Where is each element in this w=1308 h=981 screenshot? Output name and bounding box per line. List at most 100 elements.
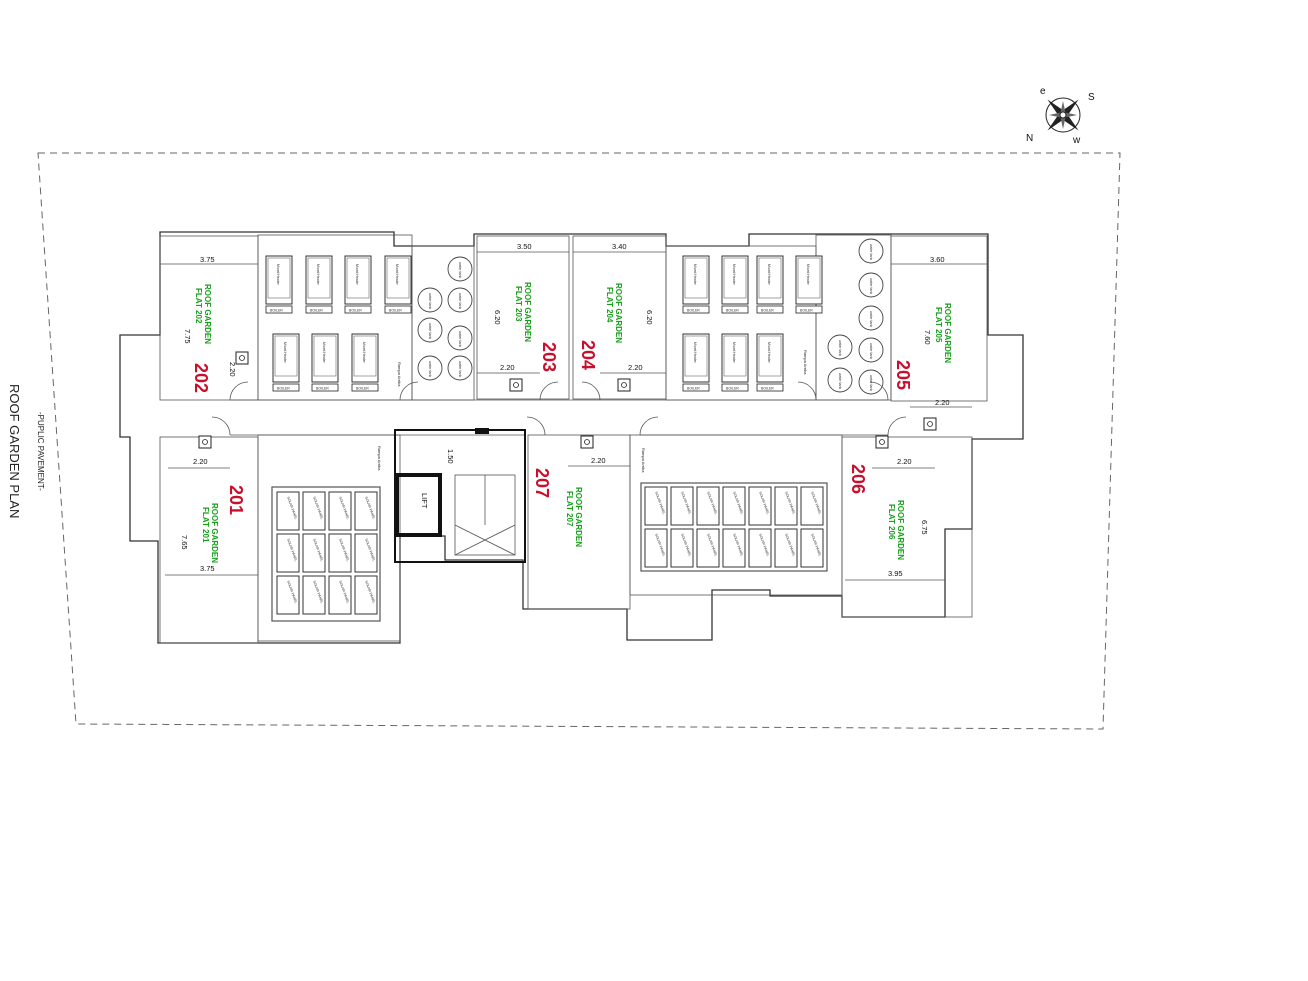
solar-panel: SOLAR PANEL [696, 528, 720, 568]
solar-panel: SOLAR PANEL [748, 486, 772, 526]
solar-panel: SOLAR PANEL [354, 491, 378, 531]
svg-text:ROOF GARDEN: ROOF GARDEN [574, 487, 583, 547]
plot-boundary [37, 152, 1121, 730]
heater-label: Mixed Heater [276, 264, 280, 286]
water-tank: water tank [447, 256, 473, 282]
garden-label-206: ROOF GARDEN FLAT 206 [887, 500, 905, 560]
heater-label: Mixed Heater [362, 342, 366, 364]
dim-201-wc: 2.20 [193, 457, 208, 466]
solar-panel: SOLAR PANEL [302, 491, 326, 531]
compass-e: e [1040, 86, 1046, 97]
slope-label-1: Rampa Arriba [397, 362, 402, 387]
heater-label: Mixed Heater [732, 342, 736, 364]
boiler-label: BOILER [277, 387, 290, 391]
water-tank: water tank [447, 355, 473, 381]
boiler-label: BOILER [270, 309, 283, 313]
slope-label-4: Rampa Arriba [641, 448, 646, 473]
tank-label: water tank [458, 262, 462, 278]
dim-202-depth: 7.75 [183, 329, 192, 344]
corridor [230, 399, 888, 436]
garden-label-203: ROOF GARDEN FLAT 203 [514, 282, 532, 342]
heater-label: Mixed Heater [283, 342, 287, 364]
flat-number-207: 207 [532, 468, 552, 498]
tank-label: water tank [428, 323, 432, 339]
dim-204-depth: 6.20 [645, 310, 654, 325]
dim-206-wc: 2.20 [897, 457, 912, 466]
solar-panel: SOLAR PANEL [800, 528, 824, 568]
dim-203-depth: 6.20 [493, 310, 502, 325]
boiler-label: BOILER [800, 309, 813, 313]
wc-icon [509, 378, 523, 392]
tank-label: water tank [428, 361, 432, 377]
wc-icon [875, 435, 889, 449]
dim-203-wc: 2.20 [500, 363, 515, 372]
solar-panel: SOLAR PANEL [354, 533, 378, 573]
svg-text:ROOF GARDEN: ROOF GARDEN [896, 500, 905, 560]
dim-207-wc: 2.20 [591, 456, 606, 465]
solar-panel: SOLAR PANEL [644, 486, 668, 526]
boiler-label: BOILER [761, 387, 774, 391]
wc-group [198, 351, 937, 449]
svg-text:ROOF GARDEN: ROOF GARDEN [943, 303, 952, 363]
solar-panel: SOLAR PANEL [670, 486, 694, 526]
tank-label: water tank [838, 340, 842, 356]
heater-label: Mixed Heater [395, 264, 399, 286]
tank-label: water tank [838, 373, 842, 389]
dim-202-width: 3.75 [200, 255, 215, 264]
solar-panel: SOLAR PANEL [670, 528, 694, 568]
boiler-label: BOILER [761, 309, 774, 313]
boiler-label: BOILER [349, 309, 362, 313]
column [475, 428, 489, 434]
boiler-label: BOILER [316, 387, 329, 391]
boiler-label: BOILER [687, 387, 700, 391]
svg-text:FLAT 206: FLAT 206 [887, 504, 896, 540]
svg-text:FLAT 201: FLAT 201 [201, 507, 210, 543]
solar-panel: SOLAR PANEL [774, 486, 798, 526]
heater-label: Mixed Heater [316, 264, 320, 286]
solar-panel: SOLAR PANEL [276, 533, 300, 573]
slope-label-2: Rampa Arriba [803, 350, 808, 375]
wc-icon [580, 435, 594, 449]
roof-garden-205 [890, 235, 988, 402]
wc-icon [923, 417, 937, 431]
solar-array-frame [640, 482, 828, 572]
boiler-label: BOILER [389, 309, 402, 313]
flat-number-204: 204 [578, 340, 598, 370]
svg-text:ROOF GARDEN: ROOF GARDEN [614, 283, 623, 343]
boiler-label: BOILER [356, 387, 369, 391]
garden-label-205: ROOF GARDEN FLAT 205 [934, 303, 952, 363]
solar-panel: SOLAR PANEL [644, 528, 668, 568]
boiler-label: BOILER [310, 309, 323, 313]
dim-203-width: 3.50 [517, 242, 532, 251]
garden-label-202: ROOF GARDEN FLAT 202 [194, 284, 212, 344]
plan-title: ROOF GARDEN PLAN [7, 384, 22, 518]
heater-label: Mixed Heater [732, 264, 736, 286]
water-tank: water tank [417, 317, 443, 343]
dim-stair: 1.50 [446, 449, 455, 464]
dim-205-depth: 7.60 [923, 330, 932, 345]
wc-icon [198, 435, 212, 449]
dim-204-wc: 2.20 [628, 363, 643, 372]
solar-panel: SOLAR PANEL [774, 528, 798, 568]
tank-label: water tank [458, 293, 462, 309]
water-tank: water tank [447, 325, 473, 351]
heater-label: Mixed Heater [767, 342, 771, 364]
water-tank: water tank [827, 334, 853, 360]
solar-panel: SOLAR PANEL [328, 575, 352, 615]
svg-text:FLAT 202: FLAT 202 [194, 288, 203, 324]
svg-text:FLAT 204: FLAT 204 [605, 287, 614, 323]
water-tank: water tank [858, 272, 884, 298]
solar-panel: SOLAR PANEL [328, 533, 352, 573]
svg-text:FLAT 203: FLAT 203 [514, 286, 523, 322]
solar-panel: SOLAR PANEL [800, 486, 824, 526]
